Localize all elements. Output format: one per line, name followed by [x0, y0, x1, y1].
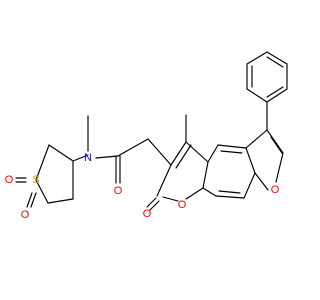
bond [26, 192, 33, 208]
bond [215, 195, 245, 199]
atom-o-sulfonyl-1: O [21, 209, 30, 221]
atom-o-lactone-carbonyl: O [143, 208, 152, 220]
bond [266, 129, 284, 154]
bond [35, 179, 49, 204]
bond [266, 86, 284, 98]
bond [162, 196, 179, 202]
bond [30, 192, 37, 208]
atom-o-furan: O [271, 184, 280, 196]
bond [202, 161, 209, 189]
bond [117, 138, 149, 157]
bond [47, 198, 74, 204]
bond [149, 200, 160, 211]
bond [243, 172, 256, 199]
bond [217, 144, 247, 149]
bond [48, 144, 74, 162]
atom-s-sulfur: S [32, 174, 39, 186]
bond [246, 51, 268, 65]
bond [147, 138, 172, 166]
atom-o-amide-carbonyl: O [114, 185, 123, 197]
bond [254, 172, 269, 191]
bond [156, 164, 172, 197]
atom-o-sulfonyl-2: O [5, 174, 14, 186]
bond [185, 187, 204, 200]
bond [175, 144, 192, 169]
bond [207, 144, 219, 163]
bond [185, 141, 209, 163]
bond [202, 187, 217, 197]
bond [270, 136, 283, 154]
bond [266, 56, 284, 68]
atom-n-amide: N [84, 152, 92, 164]
bond [72, 154, 89, 162]
bond [146, 197, 157, 208]
molecule-structure: S O O N O O O O [5, 51, 288, 221]
bond [245, 147, 256, 174]
bond [266, 51, 288, 65]
bond [245, 129, 268, 149]
bond [246, 88, 268, 103]
bond [220, 150, 243, 154]
bond [35, 144, 50, 181]
bond [95, 155, 119, 159]
bond [266, 88, 288, 103]
atom-o-lactone-ring: O [178, 199, 187, 211]
bond [170, 141, 187, 166]
bond [275, 152, 284, 183]
bond [218, 190, 241, 194]
